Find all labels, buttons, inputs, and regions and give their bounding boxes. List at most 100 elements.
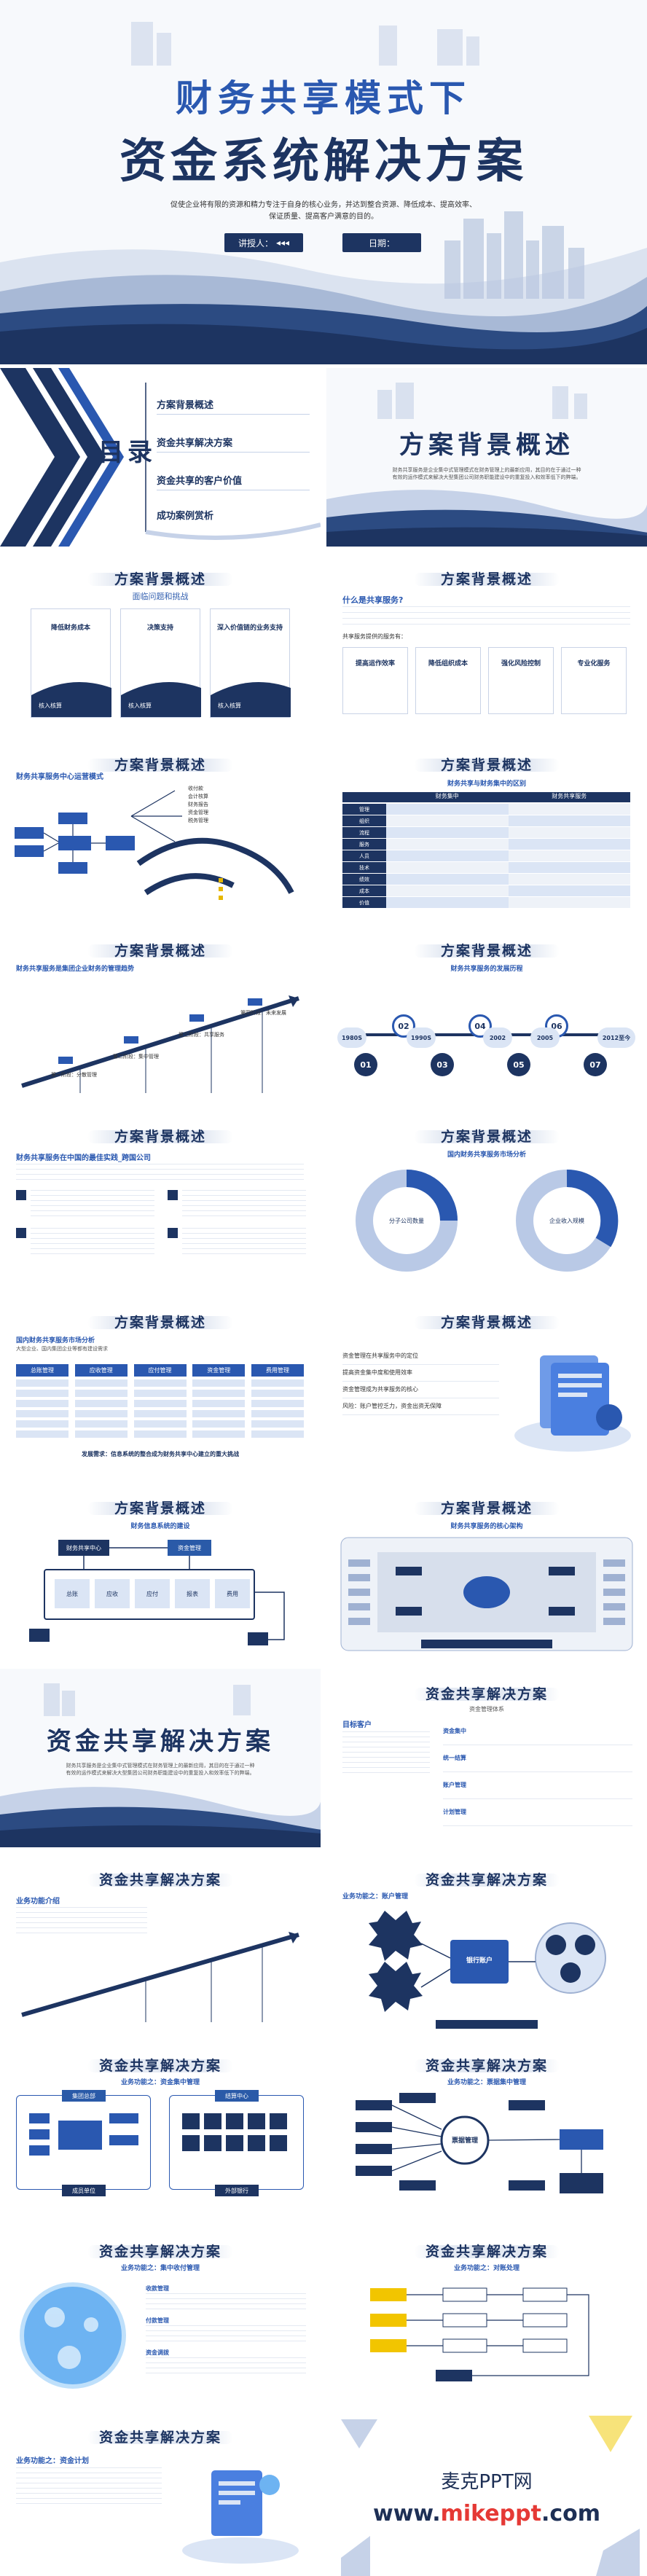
comparison-rows: 管理组织流程服务人员技术绩效成本价值 — [342, 804, 630, 909]
slide-title: 方案背景概述 — [114, 571, 206, 587]
row-cell — [508, 897, 630, 908]
slide-history: 方案背景概述 财务共享服务的发展历程 02 04 06 01 03 05 07 … — [326, 925, 647, 1104]
watermark-url-suffix: .com — [541, 2501, 600, 2526]
slide-heading: 业务功能之：集中收付管理 — [120, 2265, 200, 2272]
row-head: 组织 — [342, 815, 386, 826]
node-box: 应收 — [95, 1579, 130, 1608]
slide-title: 方案背景概述 — [114, 1500, 206, 1516]
row-head: 人员 — [342, 850, 386, 861]
slide-title: 方案背景概述 — [440, 757, 533, 773]
trend-step: 第四阶段：未来发展 — [240, 1010, 286, 1016]
presenter-label: 讲授人： — [238, 238, 273, 248]
slide-heading: 业务功能介绍 — [16, 1898, 60, 1906]
watermark-url[interactable]: www.mikeppt.com — [326, 2501, 647, 2526]
demand-column-body — [251, 1379, 304, 1438]
slide-account-management: 资金共享解决方案 业务功能之：账户管理 银行账户 — [326, 1855, 647, 2033]
row-cell — [508, 862, 630, 873]
chevron-left-icon: ◂◂◂ — [275, 238, 290, 248]
demand-column-head: 总账管理 — [16, 1364, 68, 1377]
fund-point: 计划管理 — [443, 1799, 632, 1826]
payment-part: 资金调拨 — [146, 2349, 169, 2356]
toc-item-3[interactable]: 资金共享的客户价值 — [157, 473, 310, 490]
section2-desc: 财务共享服务是企业集中式管理模式在财务管理上的最新应用，其目的在于通过一种有效的… — [66, 1763, 255, 1776]
row-cell — [386, 827, 509, 838]
slide-title: 资金共享解决方案 — [98, 2244, 221, 2260]
legend: 收付款 会计核算 财务报告 资金管理 税务管理 — [188, 785, 208, 825]
trend-step: 第一阶段：分散管理 — [51, 1072, 97, 1078]
slide-title: 资金共享解决方案 — [98, 2058, 221, 2074]
demand-column-head: 应收管理 — [74, 1364, 128, 1377]
trend-step: 第三阶段：共享服务 — [179, 1032, 224, 1038]
slide-reconciliation: 资金共享解决方案 业务功能之：对账处理 — [326, 2226, 647, 2405]
card-title: 决策支持 — [146, 625, 173, 632]
slide-heading: 财务共享服务的发展历程 — [450, 966, 523, 973]
slide-heading: 财务共享与财务集中的区别 — [447, 780, 526, 788]
node-box: 财务共享中心 — [58, 1540, 109, 1556]
slide-heading: 国内财务共享服务市场分析 — [447, 1151, 526, 1159]
toc-item-2-label: 资金共享解决方案 — [157, 438, 233, 449]
fund-list-item: 资金管理在共享服务中的定位 — [342, 1348, 499, 1365]
history-num: 04 — [468, 1014, 492, 1038]
fund-frame-right — [169, 2095, 304, 2190]
slide-title: 资金共享解决方案 — [425, 2244, 548, 2260]
function-arrow — [21, 1932, 299, 2022]
watermark-panel: 麦克PPT网 www.mikeppt.com — [326, 2412, 647, 2576]
toc-item-1[interactable]: 方案背景概述 — [157, 397, 310, 415]
row-head: 服务 — [342, 839, 386, 850]
slide-title: 方案背景概述 — [440, 1500, 533, 1516]
history-num: 07 — [584, 1053, 607, 1076]
toc-item-4[interactable]: 成功案例赏析 — [157, 508, 310, 525]
toc-item-1-label: 方案背景概述 — [157, 400, 214, 411]
slide-heading: 业务功能之：资金计划 — [16, 2457, 89, 2465]
row-cell — [386, 804, 509, 815]
toc-item-4-label: 成功案例赏析 — [157, 511, 214, 522]
bullet-icon — [16, 1190, 26, 1200]
account-center: 银行账户 — [466, 1957, 493, 1965]
fund-point: 账户管理 — [443, 1772, 632, 1799]
history-year: 2002 — [483, 1027, 512, 1048]
row-cell — [508, 804, 630, 815]
slide-heading: 业务功能之：对账处理 — [453, 2265, 519, 2272]
row-cell — [508, 885, 630, 896]
col-head: 财务共享服务 — [552, 793, 587, 799]
fund-block: 结算中心 — [215, 2090, 259, 2102]
bill-center: 票据管理 — [451, 2137, 478, 2145]
fund-point: 资金集中 — [443, 1718, 632, 1745]
legend-item: 税务管理 — [188, 818, 208, 823]
slide-trend: 方案背景概述 财务共享服务是集团企业财务的管理趋势 第一阶段：分散管理 第二阶段… — [0, 925, 321, 1104]
node-box: 费用 — [215, 1579, 250, 1608]
card-title: 降低组织成本 — [428, 660, 468, 668]
comparison-row: 管理 — [342, 804, 630, 815]
row-head: 成本 — [342, 885, 386, 896]
slide-challenges: 方案背景概述 面临问题和挑战 降低财务成本 核入核算 决策支持 核入核算 深入价… — [0, 554, 321, 732]
slide-heading: 财务共享服务是集团企业财务的管理趋势 — [16, 966, 135, 973]
legend-item: 会计核算 — [188, 794, 208, 799]
history-year: 1990S — [407, 1027, 436, 1048]
document-stack-illustration — [514, 1355, 631, 1452]
card-title: 深入价值链的业务支持 — [216, 625, 283, 632]
demand-columns: 总账管理应收管理应付管理资金管理费用管理 — [16, 1364, 304, 1438]
slide-title: 方案背景概述 — [440, 1129, 533, 1145]
toc-item-2[interactable]: 资金共享解决方案 — [157, 435, 310, 453]
slide-title: 方案背景概述 — [114, 757, 206, 773]
watermark-decoration — [341, 2416, 640, 2576]
history-year: 1980S — [337, 1027, 366, 1048]
section2-title: 资金共享解决方案 — [47, 1727, 274, 1756]
comparison-row: 流程 — [342, 827, 630, 838]
fund-list-item: 风险：账户管控乏力，资金出资无保障 — [342, 1398, 499, 1415]
section2-decoration — [0, 1683, 321, 1847]
text-block — [16, 2467, 162, 2504]
card-title: 降低财务成本 — [50, 625, 90, 632]
bill-diagram — [356, 2093, 603, 2193]
fund-list: 资金管理在共享服务中的定位 提高资金集中度和使用效率 资金管理成为共享服务的核心… — [342, 1348, 499, 1415]
history-year: 2005 — [530, 1027, 560, 1048]
card-footer: 核入核算 — [218, 702, 241, 709]
service-card-1: 提高运作效率 — [342, 647, 408, 714]
comparison-row: 技术 — [342, 862, 630, 873]
row-cell — [508, 815, 630, 826]
row-cell — [386, 874, 509, 885]
slide-title: 资金共享解决方案 — [98, 2430, 221, 2446]
fund-list-item: 提高资金集中度和使用效率 — [342, 1365, 499, 1382]
watermark-url-main: mikeppt — [440, 2501, 541, 2526]
